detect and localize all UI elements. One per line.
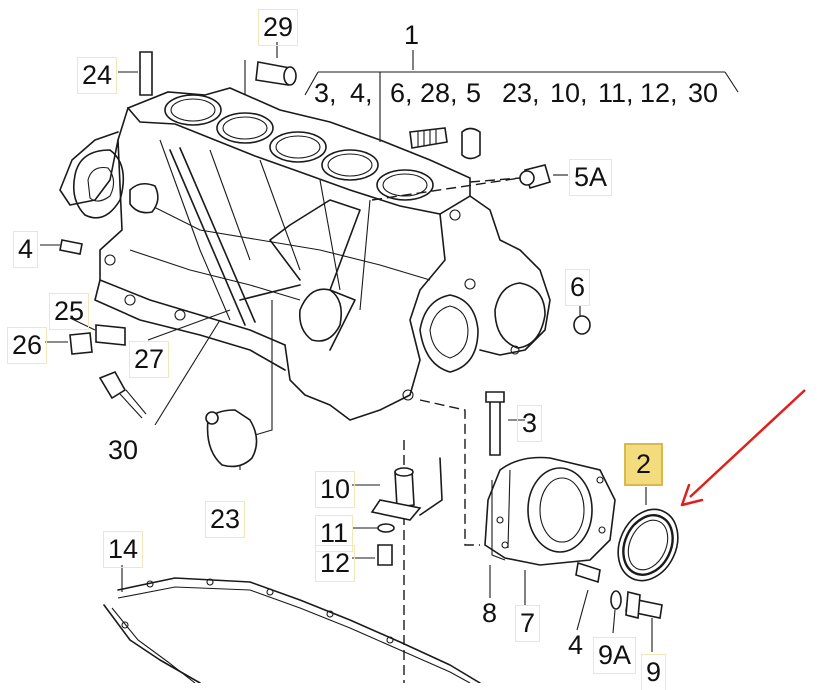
label-part-3: 3 xyxy=(516,405,543,442)
label-part-4-left: 4 xyxy=(12,231,39,268)
group-item: 23, xyxy=(502,78,540,108)
label-part-27: 27 xyxy=(128,341,170,378)
label-part-23: 23 xyxy=(204,501,246,538)
group-item: 3, xyxy=(314,78,337,108)
label-part-25: 25 xyxy=(48,293,90,330)
label-part-10: 10 xyxy=(314,471,356,508)
red-arrow-indicator xyxy=(680,389,806,507)
group-item: 5 xyxy=(466,78,482,108)
group-item: 6, xyxy=(390,78,413,108)
label-part-9: 9 xyxy=(640,654,667,690)
label-part-8: 8 xyxy=(482,598,498,628)
group-item: 10, xyxy=(550,78,588,108)
group-item: 30 xyxy=(688,78,719,108)
group-item: 11, xyxy=(598,78,634,108)
label-part-2-highlighted: 2 xyxy=(623,443,664,486)
label-part-9a: 9A xyxy=(592,637,637,674)
label-part-7: 7 xyxy=(514,605,541,642)
small-parts xyxy=(59,51,663,620)
group-item: 4, xyxy=(350,78,373,108)
engine-block xyxy=(59,87,551,421)
label-part-29: 29 xyxy=(257,9,299,46)
label-part-1: 1 xyxy=(404,20,420,50)
label-part-14: 14 xyxy=(102,531,144,568)
label-part-4-right: 4 xyxy=(568,630,584,660)
oil-pan-gasket xyxy=(103,577,481,683)
label-part-6: 6 xyxy=(564,269,591,306)
label-part-30: 30 xyxy=(108,435,139,465)
group-item: 28, xyxy=(420,78,458,108)
seal-flange xyxy=(484,456,616,566)
group-item: 12, xyxy=(640,78,678,108)
seal-ring xyxy=(617,508,679,582)
label-part-24: 24 xyxy=(76,57,118,94)
label-part-26: 26 xyxy=(6,327,48,364)
label-part-11: 11 xyxy=(314,515,354,552)
label-part-5a: 5A xyxy=(568,159,613,196)
label-part-12: 12 xyxy=(314,545,356,582)
